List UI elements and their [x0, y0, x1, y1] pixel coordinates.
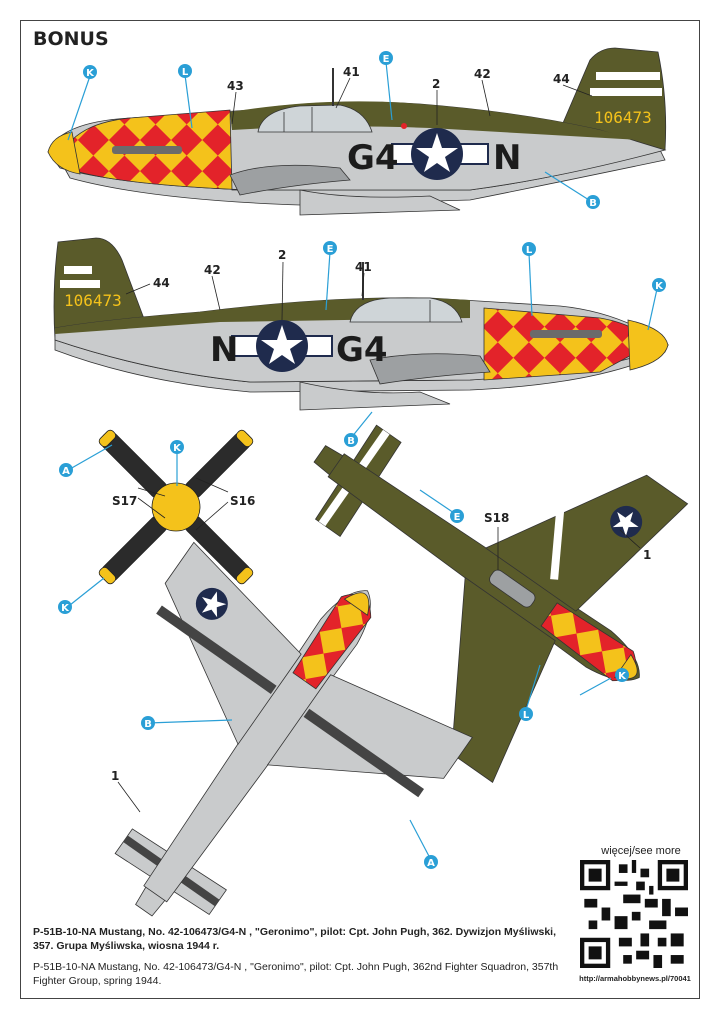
- label-1-top-view: 1: [643, 548, 651, 562]
- label-S16: S16: [230, 494, 255, 508]
- see-more-label: więcej/see more: [601, 845, 681, 857]
- callout-L-3: L: [519, 707, 533, 721]
- callout-L-1: L: [178, 64, 192, 78]
- propeller: [98, 429, 254, 585]
- label-44-top: 44: [553, 72, 570, 86]
- callout-E-3: E: [450, 509, 464, 523]
- label-44-second: 44: [153, 276, 170, 290]
- svg-text:B: B: [347, 436, 355, 447]
- left-profile: G4 N 106473: [47, 47, 667, 216]
- label-42-top: 42: [474, 67, 491, 81]
- qr-url[interactable]: http://armahobbynews.pl/70041: [579, 974, 691, 983]
- leader-lines: [117, 77, 641, 813]
- bottom-view: [114, 541, 473, 917]
- callout-K-3: K: [170, 440, 184, 454]
- svg-text:L: L: [523, 710, 530, 721]
- callout-B-2: B: [344, 433, 358, 447]
- svg-text:E: E: [383, 54, 390, 65]
- svg-text:B: B: [589, 198, 597, 209]
- svg-text:K: K: [173, 443, 182, 454]
- svg-text:L: L: [182, 67, 189, 78]
- callout-E-2: E: [323, 241, 337, 255]
- label-2-top: 2: [432, 77, 440, 91]
- callout-A-1: A: [59, 463, 73, 477]
- qr-code[interactable]: [580, 860, 688, 968]
- svg-text:K: K: [61, 603, 70, 614]
- svg-text:E: E: [454, 512, 461, 523]
- top-view: [313, 424, 689, 783]
- svg-text:B: B: [144, 719, 152, 730]
- callout-K-2: K: [652, 278, 666, 292]
- label-S18: S18: [484, 511, 509, 525]
- svg-text:K: K: [618, 671, 627, 682]
- code-left-top: G4: [347, 138, 399, 178]
- label-1-bottom-view: 1: [111, 769, 119, 783]
- label-41-second: 41: [355, 260, 372, 274]
- svg-text:L: L: [526, 245, 533, 256]
- right-profile: N G4 106473: [53, 237, 669, 411]
- label-43: 43: [227, 79, 244, 93]
- code-right-top: N: [493, 138, 521, 178]
- svg-text:A: A: [62, 466, 70, 477]
- serial-second: 106473: [64, 291, 122, 310]
- callout-K-1: K: [83, 65, 97, 79]
- page-title: BONUS: [33, 28, 109, 50]
- label-42-second: 42: [204, 263, 221, 277]
- callout-B-3: B: [141, 716, 155, 730]
- code-right-side-G4: G4: [336, 330, 388, 370]
- callout-B-1: B: [586, 195, 600, 209]
- page-frame: [20, 20, 700, 999]
- callout-A-2: A: [424, 855, 438, 869]
- svg-text:K: K: [655, 281, 664, 292]
- svg-text:A: A: [427, 858, 435, 869]
- callout-K-5: K: [615, 668, 629, 682]
- label-2-second: 2: [278, 248, 286, 262]
- svg-text:K: K: [86, 68, 95, 79]
- callout-E-1: E: [379, 51, 393, 65]
- caption-polish: P-51B-10-NA Mustang, No. 42-106473/G4-N …: [33, 926, 556, 952]
- callout-L-2: L: [522, 242, 536, 256]
- serial-top: 106473: [594, 108, 652, 127]
- code-right-side-N: N: [210, 330, 238, 370]
- svg-text:E: E: [327, 244, 334, 255]
- callout-K-4: K: [58, 600, 72, 614]
- label-41-top: 41: [343, 65, 360, 79]
- callout-lines: [67, 61, 658, 861]
- label-S17: S17: [112, 494, 137, 508]
- caption-english: P-51B-10-NA Mustang, No. 42-106473/G4-N …: [33, 961, 559, 987]
